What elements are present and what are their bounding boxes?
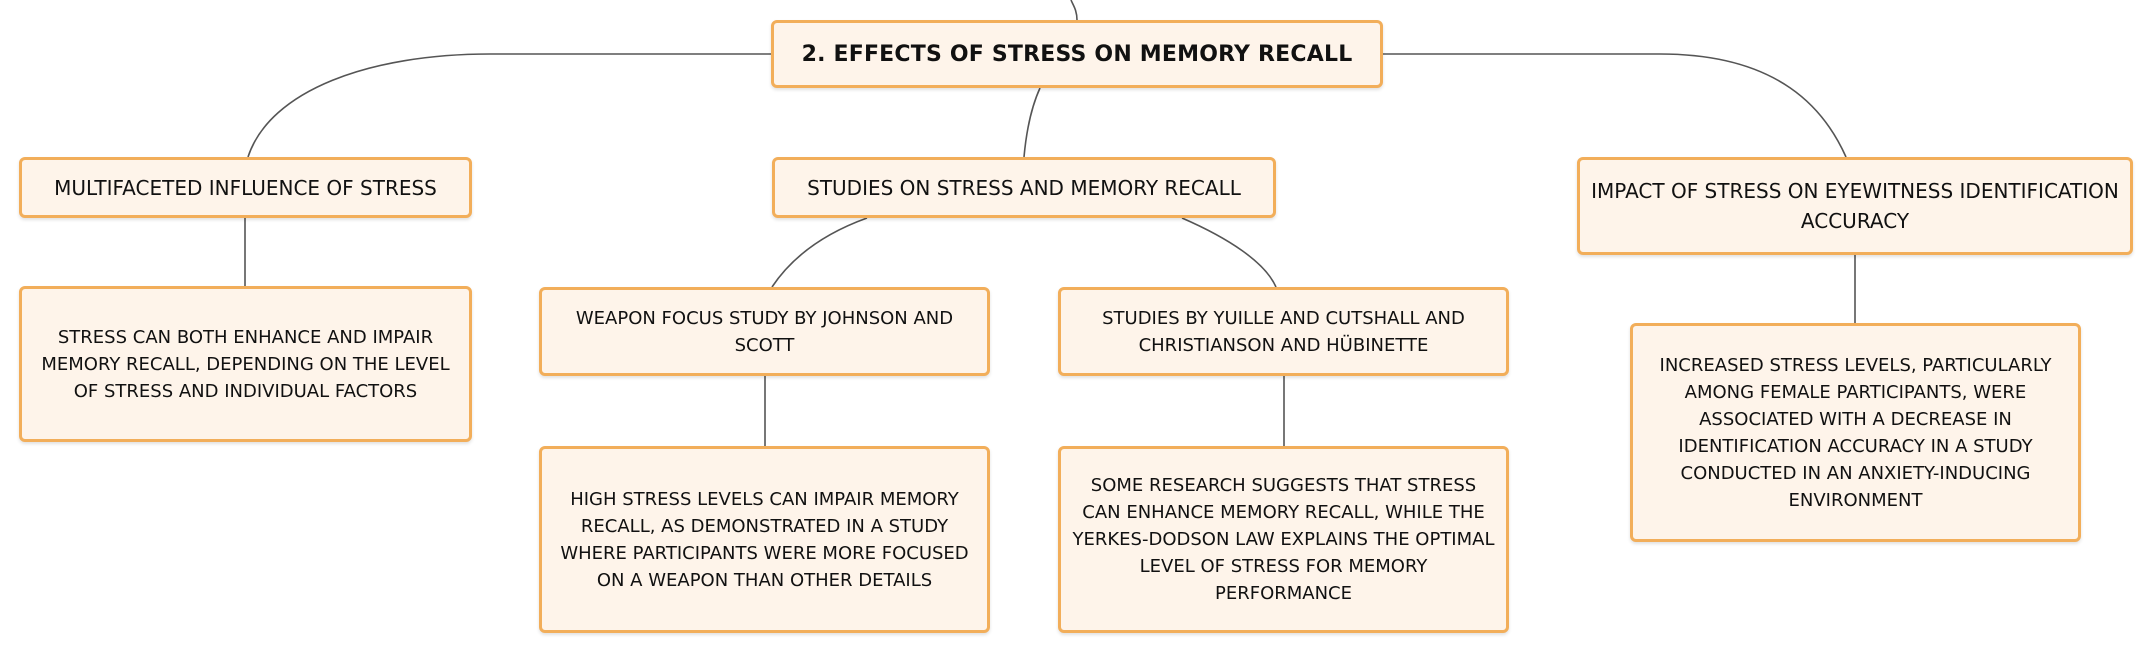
connector-studies-to-yuille — [1181, 217, 1277, 288]
detail-node-multifaceted-influence[interactable]: STRESS CAN BOTH ENHANCE AND IMPAIR MEMOR… — [19, 286, 472, 442]
detail-node-weapon-focus[interactable]: HIGH STRESS LEVELS CAN IMPAIR MEMORY REC… — [539, 446, 990, 633]
topic-label: MULTIFACETED INFLUENCE OF STRESS — [54, 175, 437, 200]
detail-node-eyewitness-accuracy[interactable]: INCREASED STRESS LEVELS, PARTICULARLY AM… — [1630, 323, 2081, 542]
topic-label: STUDIES ON STRESS AND MEMORY RECALL — [807, 175, 1241, 200]
connector-root-to-eyewitness — [1383, 53, 1847, 158]
connector-root-to-multifaceted — [247, 53, 771, 158]
topic-node-eyewitness-accuracy[interactable]: IMPACT OF STRESS ON EYEWITNESS IDENTIFIC… — [1577, 157, 2133, 255]
detail-text: INCREASED STRESS LEVELS, PARTICULARLY AM… — [1659, 354, 2052, 511]
detail-text: HIGH STRESS LEVELS CAN IMPAIR MEMORY REC… — [560, 488, 969, 591]
connector-root-to-studies — [1023, 87, 1041, 158]
root-topic-node[interactable]: 2. EFFECTS OF STRESS ON MEMORY RECALL — [771, 20, 1383, 88]
detail-node-yuille-cutshall[interactable]: SOME RESEARCH SUGGESTS THAT STRESS CAN E… — [1058, 446, 1509, 633]
subtopic-node-yuille-cutshall[interactable]: STUDIES BY YUILLE AND CUTSHALL AND CHRIS… — [1058, 287, 1509, 376]
connector-root-parent — [1070, 0, 1078, 21]
root-topic-label: 2. EFFECTS OF STRESS ON MEMORY RECALL — [801, 41, 1353, 67]
subtopic-node-weapon-focus[interactable]: WEAPON FOCUS STUDY BY JOHNSON AND SCOTT — [539, 287, 990, 376]
subtopic-label: WEAPON FOCUS STUDY BY JOHNSON AND SCOTT — [575, 307, 954, 356]
subtopic-label: STUDIES BY YUILLE AND CUTSHALL AND CHRIS… — [1102, 307, 1465, 356]
topic-node-studies-on-stress[interactable]: STUDIES ON STRESS AND MEMORY RECALL — [772, 157, 1276, 218]
topic-node-multifaceted-influence[interactable]: MULTIFACETED INFLUENCE OF STRESS — [19, 157, 472, 218]
detail-text: SOME RESEARCH SUGGESTS THAT STRESS CAN E… — [1072, 475, 1495, 604]
topic-label: IMPACT OF STRESS ON EYEWITNESS IDENTIFIC… — [1591, 179, 2119, 233]
connector-studies-to-weapon — [771, 217, 868, 288]
detail-text: STRESS CAN BOTH ENHANCE AND IMPAIR MEMOR… — [41, 326, 450, 402]
